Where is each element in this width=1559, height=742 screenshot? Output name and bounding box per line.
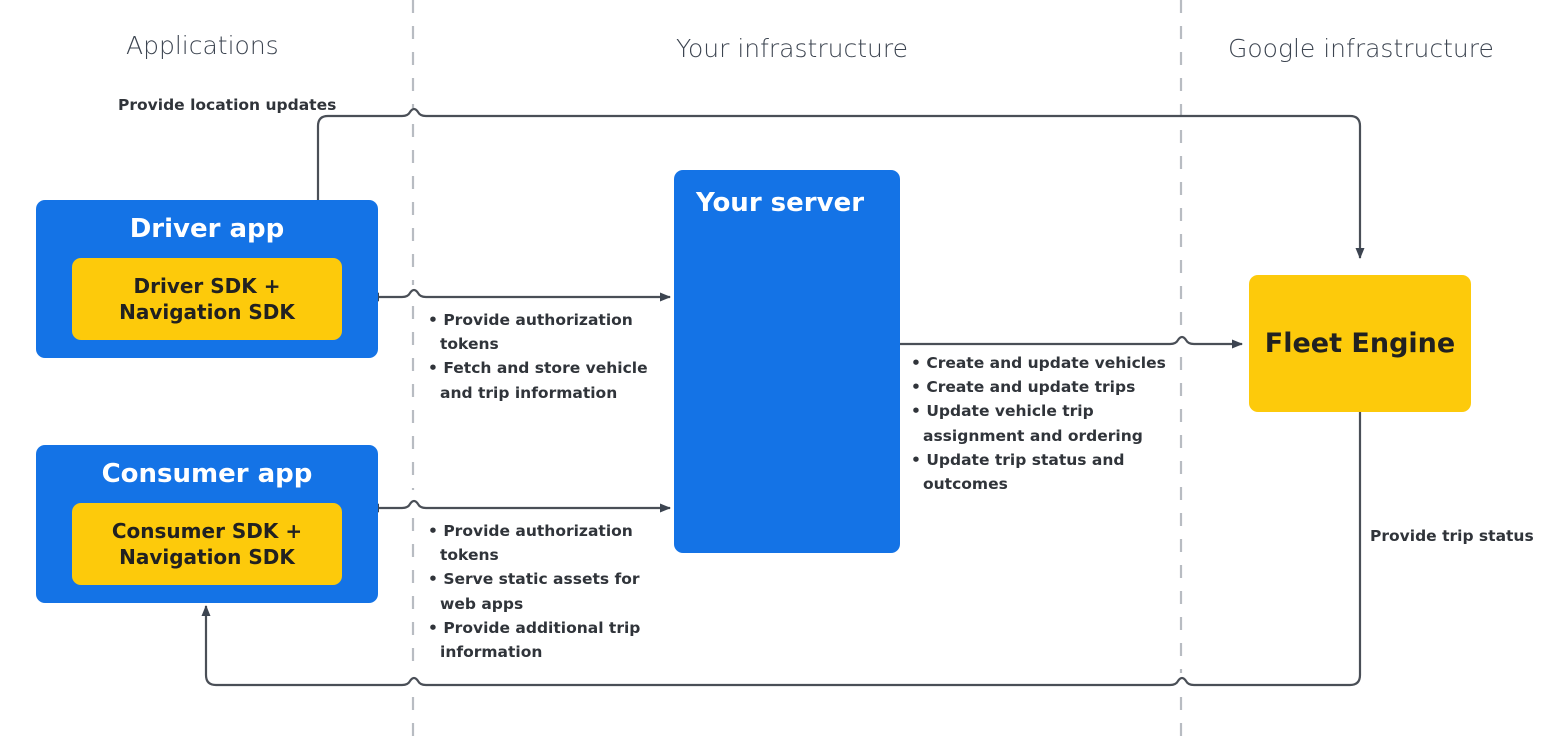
bullet-item: Update vehicle trip assignment and order…: [911, 399, 1175, 447]
edge-driver-server: [368, 288, 671, 302]
bullet-item: Create and update trips: [911, 375, 1175, 399]
bullet-item: Update trip status and outcomes: [911, 448, 1175, 496]
edge-label-trip-status: Provide trip status: [1370, 527, 1534, 545]
node-consumer-sdk-label: Consumer SDK + Navigation SDK: [112, 518, 302, 571]
node-consumer-app-title: Consumer app: [101, 459, 313, 489]
node-your-server[interactable]: Your server: [674, 170, 900, 553]
node-driver-sdk-line2: Navigation SDK: [119, 300, 295, 324]
bullet-list-driver-server: Provide authorization tokens Fetch and s…: [428, 308, 680, 405]
bullet-item: Serve static assets for web apps: [428, 567, 680, 615]
bullet-item: Provide authorization tokens: [428, 308, 680, 356]
zone-label-your-infrastructure: Your infrastructure: [676, 34, 908, 63]
node-fleet-engine-title: Fleet Engine: [1264, 328, 1456, 359]
bullet-item: Provide authorization tokens: [428, 519, 680, 567]
node-driver-app-title: Driver app: [129, 214, 285, 244]
node-driver-sdk-label: Driver SDK + Navigation SDK: [119, 273, 295, 326]
bullet-item: Provide additional trip information: [428, 616, 680, 664]
node-driver-sdk-line1: Driver SDK +: [133, 273, 281, 298]
node-consumer-sdk-line1: Consumer SDK +: [111, 518, 303, 543]
bullet-list-server-fleet: Create and update vehicles Create and up…: [911, 351, 1175, 496]
node-consumer-sdk-box[interactable]: Consumer SDK + Navigation SDK: [72, 503, 342, 585]
edge-server-fleet: [900, 335, 1243, 349]
edge-label-location-updates: Provide location updates: [118, 96, 337, 114]
bullet-item: Fetch and store vehicle and trip informa…: [428, 356, 680, 404]
bullet-item: Create and update vehicles: [911, 351, 1175, 375]
node-consumer-app[interactable]: Consumer app Consumer SDK + Navigation S…: [36, 445, 378, 603]
node-driver-sdk-box[interactable]: Driver SDK + Navigation SDK: [72, 258, 342, 340]
bullet-list-consumer-server: Provide authorization tokens Serve stati…: [428, 519, 680, 664]
edge-consumer-server: [368, 499, 671, 513]
edge-trip-status: [201, 412, 1362, 687]
zone-label-applications: Applications: [126, 31, 279, 60]
node-your-server-title: Your server: [696, 188, 865, 218]
node-driver-app[interactable]: Driver app Driver SDK + Navigation SDK: [36, 200, 378, 358]
node-fleet-engine[interactable]: Fleet Engine: [1249, 275, 1471, 412]
node-consumer-sdk-line2: Navigation SDK: [119, 545, 295, 569]
edge-location-updates: [316, 107, 1365, 290]
zone-label-google-infrastructure: Google infrastructure: [1228, 34, 1494, 63]
